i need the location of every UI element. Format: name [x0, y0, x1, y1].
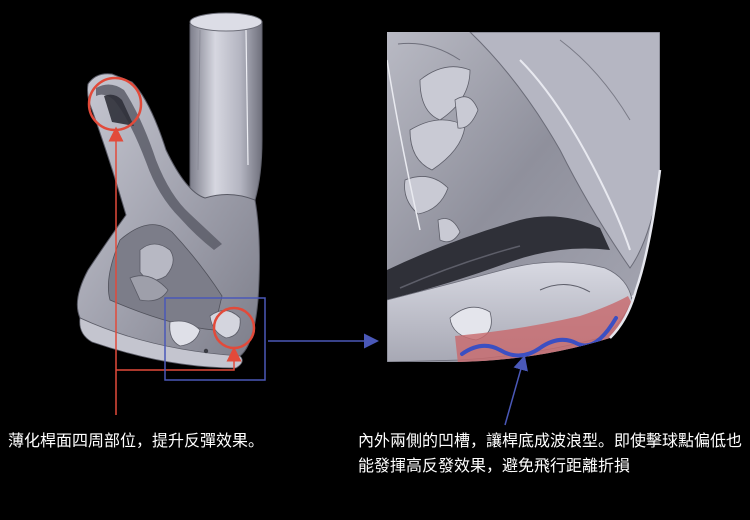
- zoom-detail-illustration: [387, 32, 662, 362]
- iron-head-illustration: [76, 12, 263, 369]
- face-frame: [96, 84, 222, 250]
- wave-leader-line: [504, 355, 528, 426]
- caption-wavy-sole: 內外兩側的凹槽，讓桿底成波浪型。即使擊球點偏低也能發揮高反發效果，避免飛行距離折…: [358, 431, 743, 475]
- zoom-region-callout: [164, 297, 379, 381]
- cavity-ribs: [404, 66, 479, 243]
- thin-face-callout: [87, 76, 256, 415]
- recess-channel: [387, 216, 610, 300]
- blue-zoom-box: [164, 297, 266, 381]
- caption-thin-face: 薄化桿面四周部位，提升反彈效果。: [8, 431, 265, 450]
- red-connector: [116, 346, 242, 371]
